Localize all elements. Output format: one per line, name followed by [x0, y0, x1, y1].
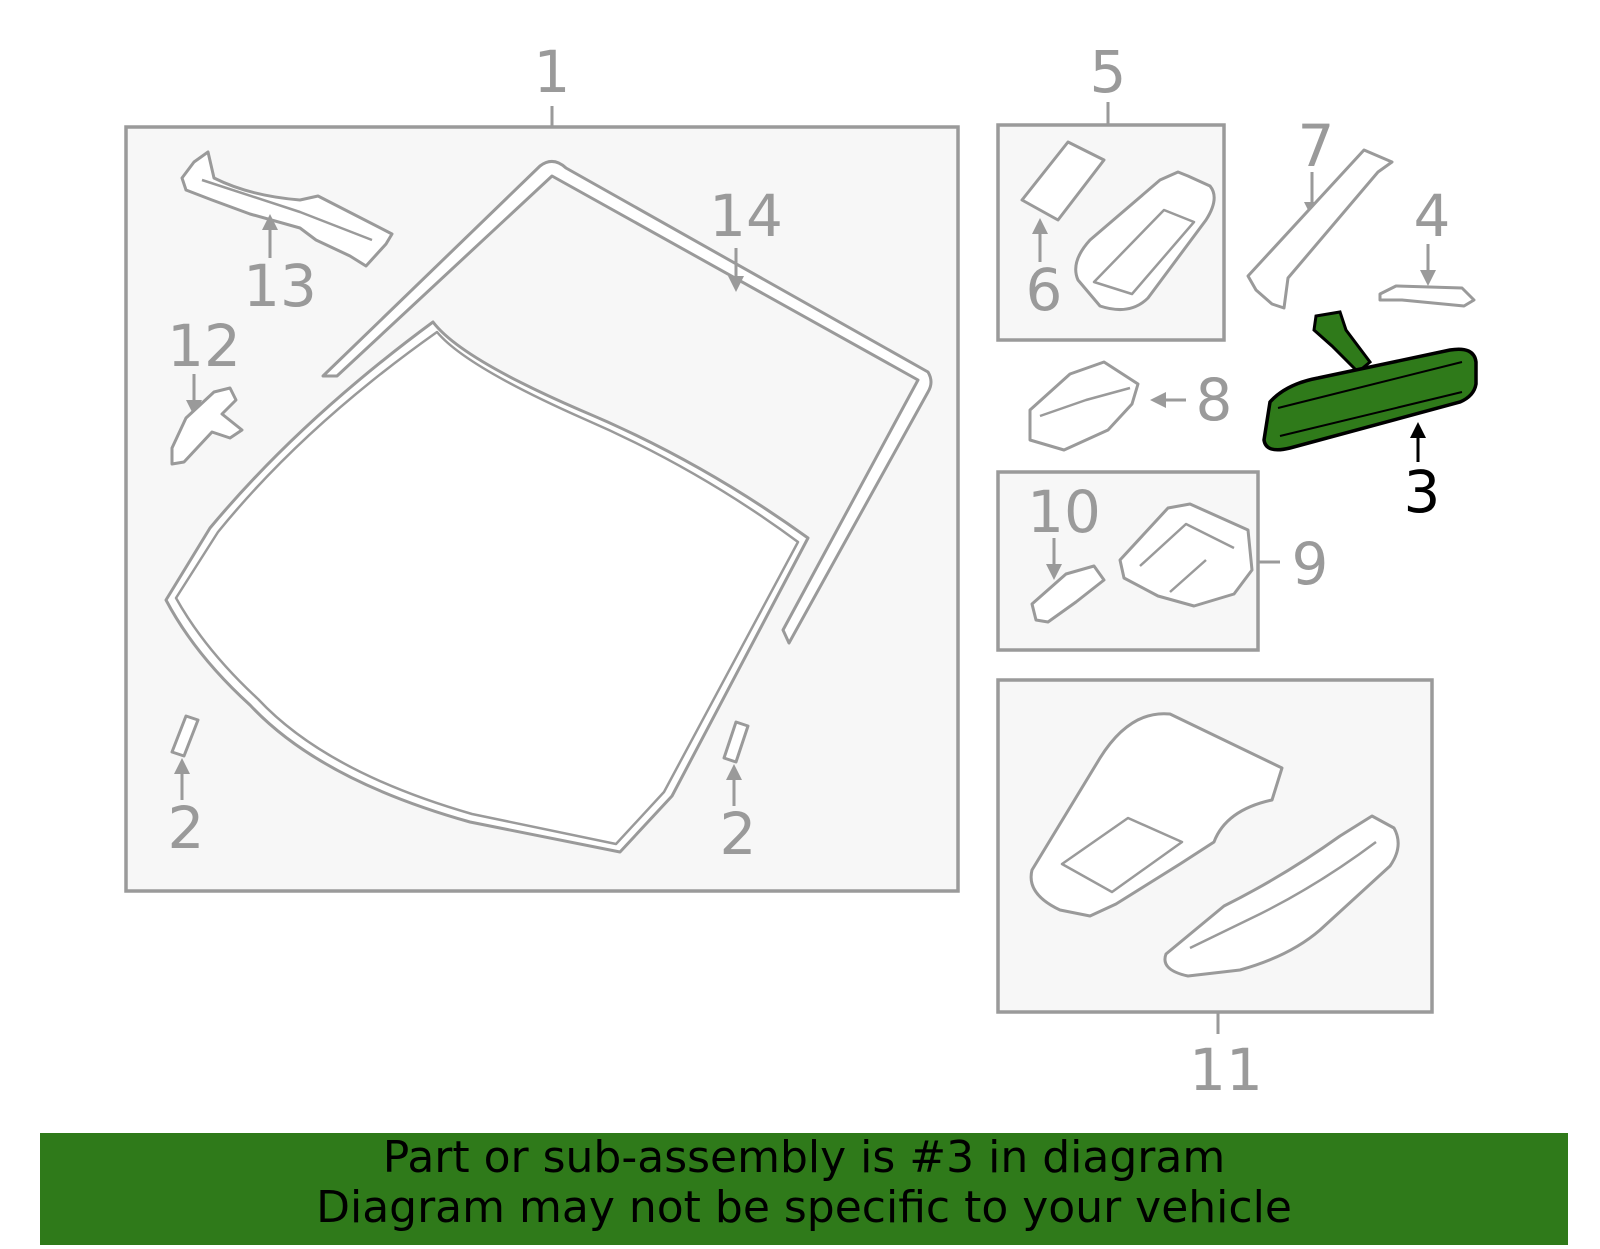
callout-6[interactable]: 6	[1026, 256, 1063, 324]
overhead-console-bezel[interactable]	[1163, 814, 1400, 978]
callout-4[interactable]: 4	[1414, 182, 1451, 250]
part-4-clip[interactable]	[1378, 284, 1476, 308]
banner-line-1: Part or sub-assembly is #3 in diagram	[382, 1132, 1226, 1183]
callout-3[interactable]: 3	[1404, 458, 1441, 526]
callout-10[interactable]: 10	[1027, 478, 1101, 546]
callout-2-left[interactable]: 2	[168, 794, 205, 862]
part-8-bracket[interactable]	[1028, 360, 1140, 452]
callout-13[interactable]: 13	[243, 252, 317, 320]
callout-5[interactable]: 5	[1090, 38, 1127, 106]
part-3-mirror-mount[interactable]	[1312, 310, 1373, 375]
callout-12[interactable]: 12	[167, 312, 241, 380]
part-3-rear-view-mirror[interactable]	[1262, 347, 1478, 452]
part-6-pad[interactable]	[1020, 140, 1106, 222]
rain-sensor[interactable]	[1074, 170, 1216, 312]
part-2-strip-left[interactable]	[170, 714, 200, 758]
part-9-bracket[interactable]	[1118, 502, 1254, 608]
part-2-strip-right[interactable]	[722, 720, 750, 764]
callout-7[interactable]: 7	[1298, 112, 1335, 180]
banner-line-2: Diagram may not be specific to your vehi…	[316, 1182, 1292, 1233]
callout-11[interactable]: 11	[1189, 1036, 1263, 1104]
windshield-moulding[interactable]	[321, 160, 933, 645]
part-7-trim[interactable]	[1246, 148, 1394, 310]
callout-2-right[interactable]: 2	[720, 800, 757, 868]
part-10-clip[interactable]	[1030, 564, 1106, 624]
callout-14[interactable]: 14	[709, 182, 783, 250]
callout-9[interactable]: 9	[1292, 530, 1329, 598]
part-12-clip[interactable]	[170, 386, 244, 466]
overhead-console-housing[interactable]	[1029, 712, 1284, 918]
info-banner: Part or sub-assembly is #3 in diagram Di…	[40, 1133, 1568, 1245]
callout-1[interactable]: 1	[534, 38, 571, 106]
windshield-glass[interactable]	[164, 320, 810, 854]
callout-8[interactable]: 8	[1196, 366, 1233, 434]
